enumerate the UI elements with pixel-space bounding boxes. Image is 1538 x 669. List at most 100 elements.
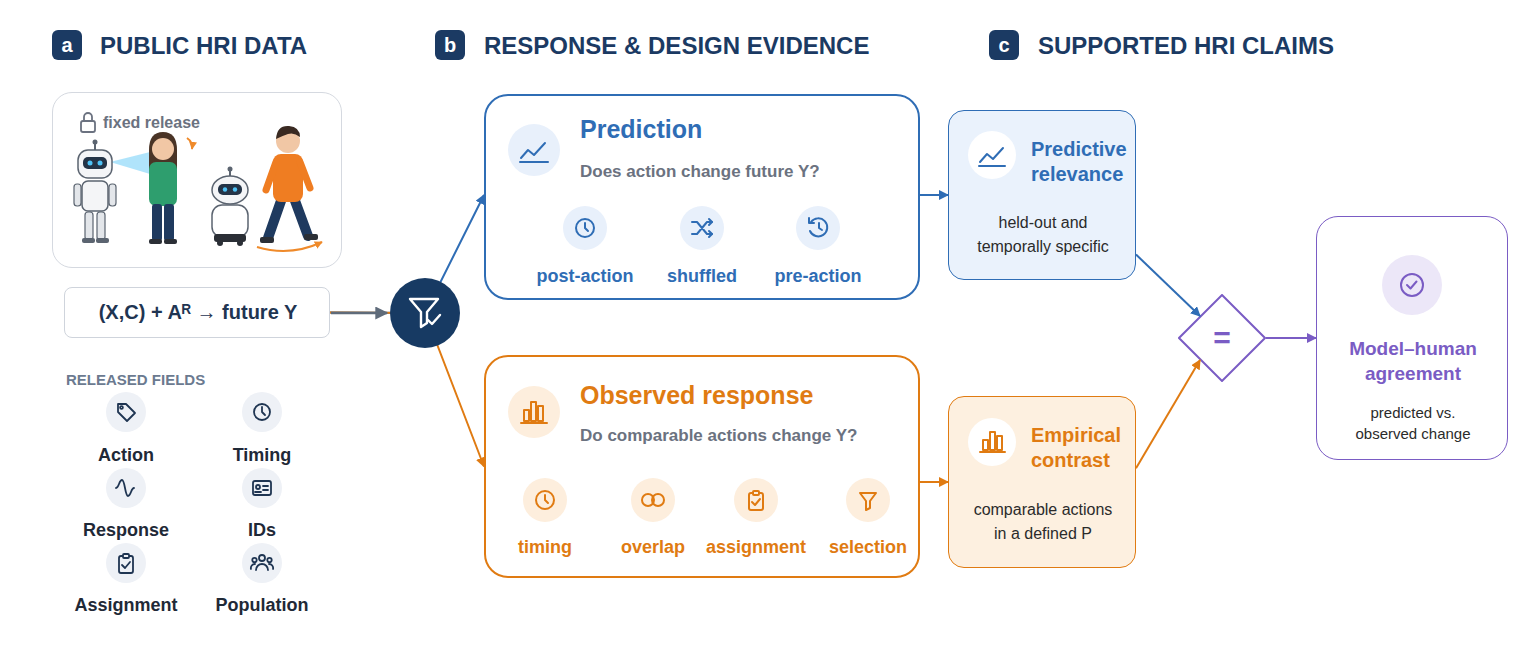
prediction-icon [585, 223, 588, 231]
robot-illustration [97, 212, 105, 240]
claim-icon [980, 148, 1003, 162]
field-icon [254, 404, 270, 420]
claim-icon [980, 451, 1005, 453]
robot-illustration [78, 150, 112, 178]
prediction-icon [563, 206, 607, 250]
robot-illustration [109, 184, 116, 206]
person-illustration [152, 204, 162, 241]
node-title: fixed release [103, 113, 303, 133]
robot-illustration [214, 234, 246, 242]
robot-illustration [237, 240, 243, 246]
node-title: (X,C) + Aᴿ → future Y [65, 300, 331, 325]
person-illustration [149, 132, 177, 172]
robot-illustration [223, 187, 227, 191]
claim-icon [968, 131, 1442, 466]
person-illustration [268, 198, 282, 238]
response-icon [524, 410, 529, 421]
node-title: = [1178, 318, 1266, 357]
field-label: Population [192, 594, 332, 617]
node-body: comparable actions in a defined P [968, 498, 1118, 546]
lock-icon [81, 121, 95, 132]
person-illustration [304, 234, 318, 240]
robot-illustration [228, 167, 233, 172]
claim-icon [968, 418, 1016, 466]
field-icon [252, 558, 256, 562]
response-icon [860, 493, 876, 510]
person-illustration [300, 162, 310, 188]
person-illustration [294, 198, 308, 236]
filter-hub [390, 278, 460, 348]
field-icon [256, 564, 268, 570]
claim-box: Predictive relevance held-out and tempora… [948, 110, 1136, 280]
panel-heading: RESPONSE & DESIGN EVIDENCE [484, 31, 954, 61]
robot-illustration [94, 143, 96, 150]
person-illustration [257, 126, 322, 251]
person-illustration [260, 237, 274, 243]
node-title: Model–human agreement [1328, 337, 1498, 386]
field-icon [256, 485, 260, 489]
person-illustration [276, 126, 300, 139]
node-title: Predictive relevance [1031, 137, 1136, 187]
field-icon [106, 392, 282, 583]
person-illustration [273, 154, 303, 202]
claim-icon [1407, 282, 1417, 289]
field-label: Response [56, 519, 196, 542]
robot-illustration [110, 152, 150, 174]
prediction-icon [576, 219, 594, 237]
response-icon [752, 499, 760, 505]
claim-icon [990, 432, 995, 450]
person-illustration [257, 242, 322, 251]
robot-illustration [93, 140, 98, 145]
prediction-icon [521, 143, 545, 158]
filter-hub [428, 315, 440, 324]
panel-heading: PUBLIC HRI DATA [100, 31, 430, 61]
field-icon [122, 562, 130, 568]
response-icon [538, 406, 543, 421]
response-icon [508, 386, 560, 438]
response-icon [846, 478, 890, 522]
field-icon [242, 392, 282, 432]
node-body: Does action change future Y? [580, 161, 910, 182]
response-icon [545, 495, 548, 503]
response-icon [521, 422, 547, 424]
outcome-box: Model–human agreementpredicted vs. obser… [1316, 216, 1508, 460]
field-icon [242, 468, 282, 508]
field-icon [262, 407, 265, 415]
robot-illustration [212, 205, 248, 237]
robot-illustration [229, 170, 231, 176]
response-icon [753, 491, 759, 495]
connector-arrow [920, 194, 948, 196]
robot-illustration [218, 184, 242, 195]
response-icon [523, 478, 567, 522]
response-icon [508, 386, 890, 522]
prediction-icon [692, 222, 712, 234]
prediction-icon [508, 124, 560, 176]
response-icon [749, 493, 763, 510]
robot-illustration [85, 212, 93, 240]
person-illustration [266, 162, 276, 190]
node-body: held-out and temporally specific [968, 211, 1118, 259]
claim-icon [968, 131, 1016, 179]
robot-illustration [98, 161, 103, 166]
person-illustration [276, 129, 300, 153]
robot-illustration [233, 187, 237, 191]
filter-hub [390, 278, 460, 348]
panel-badge: a [52, 30, 82, 60]
section-label: RELEASED FIELDS [66, 371, 266, 390]
field-icon [118, 404, 135, 421]
prediction-icon [809, 218, 814, 223]
node-title: Prediction [580, 114, 900, 145]
field-icon [106, 392, 146, 432]
node-title: Empirical contrast [1031, 423, 1136, 473]
robot-illustration [74, 184, 81, 206]
lock-icon [81, 113, 95, 132]
person-illustration [164, 204, 174, 241]
claim-box: Empirical contrast comparable actions in … [948, 396, 1136, 568]
claim-icon [983, 440, 988, 450]
connector-arrow [1136, 360, 1200, 468]
response-icon [734, 478, 778, 522]
field-icon [253, 481, 271, 495]
connector-arrow [1266, 337, 1316, 339]
prediction-icon [709, 219, 712, 237]
